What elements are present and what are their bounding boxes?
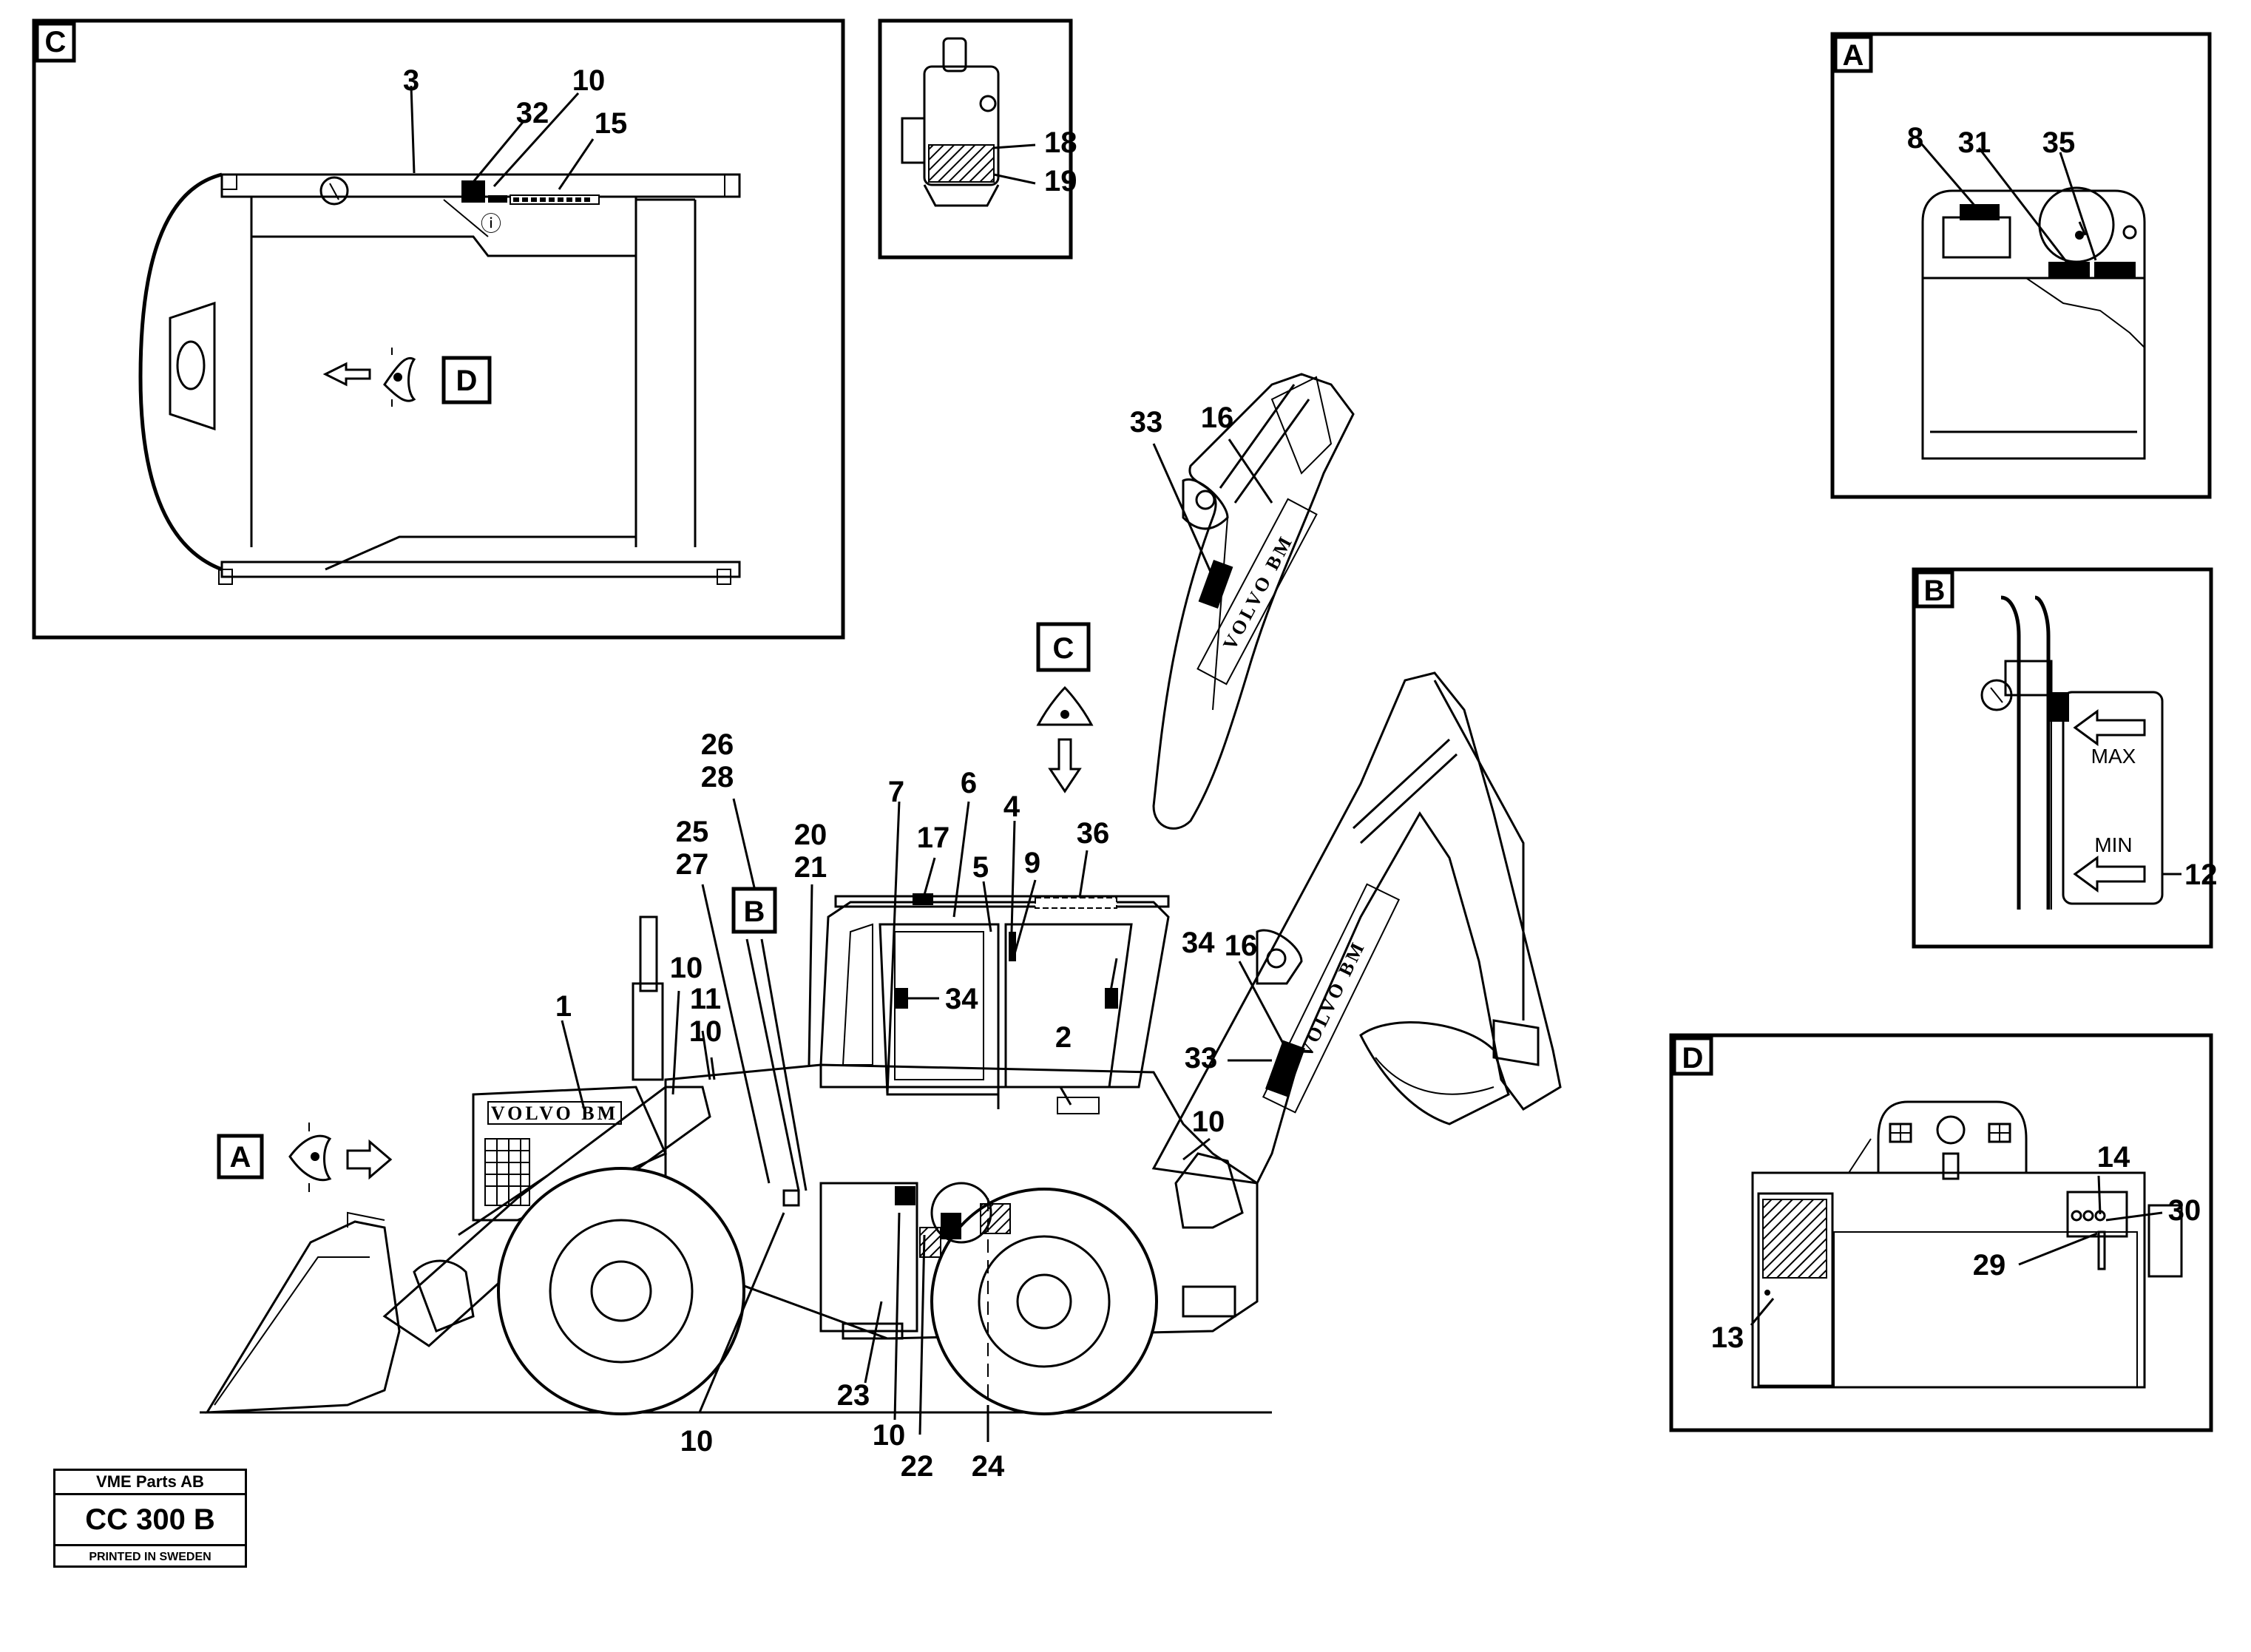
callout-d-30: 30: [2168, 1194, 2201, 1227]
callout-24: 24: [972, 1450, 1005, 1483]
callout-a-35: 35: [2042, 126, 2076, 159]
svg-text:ⓘ: ⓘ: [481, 212, 501, 235]
svg-text:A: A: [230, 1141, 251, 1174]
callout-11: 11: [690, 983, 721, 1015]
max-label: MAX: [2091, 745, 2136, 768]
backhoe-loader-drawing: VOLVO BM: [200, 671, 1562, 1483]
level-decal: MAX MIN: [2062, 691, 2164, 905]
boom-detail: VOLVO BM 33 16: [1130, 373, 1355, 830]
view-c-label: C: [45, 26, 67, 58]
callout-15: 15: [595, 107, 628, 140]
filter-inset: 18 19: [878, 18, 1077, 260]
min-arrow-icon: [2073, 856, 2146, 893]
callout-32: 32: [516, 97, 549, 129]
rear-wheel: [930, 1188, 1158, 1415]
callout-10-b: 10: [689, 1015, 722, 1048]
eye-right-icon: [288, 1123, 332, 1192]
callout-1: 1: [555, 990, 572, 1023]
eye-icon: [383, 348, 416, 407]
callout-6: 6: [961, 767, 977, 799]
callout-19: 19: [1044, 165, 1077, 197]
callout-top-16: 16: [1201, 402, 1234, 434]
callout-d-29: 29: [1973, 1249, 2006, 1282]
view-d-panel: D 14 30 29 13: [1669, 1033, 2213, 1432]
callout-b-12: 12: [2184, 859, 2218, 891]
left-arrow-icon: [322, 362, 371, 387]
top-boom-brand: VOLVO BM: [1219, 531, 1297, 654]
svg-text:C: C: [1053, 632, 1074, 665]
callout-34-left: 34: [945, 983, 978, 1015]
callout-top-33: 33: [1130, 406, 1163, 439]
callout-16: 16: [1225, 930, 1258, 962]
callout-33: 33: [1185, 1042, 1218, 1074]
callout-10-d: 10: [680, 1425, 714, 1458]
callout-20: 20: [794, 819, 827, 851]
callout-36: 36: [1077, 817, 1110, 850]
callout-17: 17: [917, 822, 950, 854]
callout-9: 9: [1024, 847, 1040, 879]
decal-15-strip: [510, 194, 600, 205]
callout-10: 10: [572, 64, 606, 97]
callout-27: 27: [676, 848, 709, 881]
callout-10-e: 10: [873, 1419, 906, 1452]
callout-10-c: 10: [1192, 1106, 1225, 1138]
min-label: MIN: [2094, 833, 2132, 856]
callout-28: 28: [701, 761, 734, 793]
title-block-code: CC 300 B: [55, 1495, 245, 1546]
view-a-marker: A: [217, 1123, 393, 1192]
view-b-marker: B: [744, 896, 765, 928]
view-c-panel: C ⓘ: [32, 18, 845, 640]
callout-7: 7: [888, 776, 904, 808]
title-block: VME Parts AB CC 300 B PRINTED IN SWEDEN: [53, 1469, 247, 1568]
callout-10-a: 10: [670, 952, 703, 984]
view-c-marker: C: [1036, 622, 1094, 793]
view-b-label: B: [1924, 575, 1946, 607]
down-arrow-icon: [1048, 738, 1082, 793]
eye-down-icon: [1036, 685, 1094, 726]
front-wheel: [497, 1167, 745, 1415]
callout-a-8: 8: [1907, 122, 1923, 155]
callout-34-right: 34: [1182, 927, 1215, 959]
hood-brand: VOLVO BM: [491, 1103, 618, 1124]
callout-23: 23: [837, 1379, 870, 1412]
view-d-label: D: [1682, 1042, 1704, 1074]
callout-26: 26: [701, 728, 734, 761]
callout-5: 5: [972, 851, 989, 884]
callout-25: 25: [676, 816, 709, 848]
leader-lines: [561, 798, 1288, 1442]
view-a-panel: A 8 31 35: [1830, 32, 2212, 499]
grille: [484, 1138, 530, 1206]
view-b-panel: B MAX MIN 12: [1912, 567, 2218, 949]
callout-2: 2: [1055, 1021, 1072, 1054]
max-arrow-icon: [2073, 709, 2146, 746]
callout-21: 21: [794, 851, 827, 884]
callout-22: 22: [901, 1450, 934, 1483]
callout-4: 4: [1003, 791, 1020, 823]
callout-d-13: 13: [1711, 1321, 1744, 1354]
title-block-company: VME Parts AB: [55, 1471, 245, 1495]
callout-a-31: 31: [1958, 126, 1991, 159]
callout-18: 18: [1044, 126, 1077, 159]
callout-3: 3: [403, 64, 419, 97]
view-d-marker: D: [456, 365, 478, 397]
callout-d-14: 14: [2097, 1141, 2130, 1174]
right-arrow-icon: [346, 1139, 393, 1180]
view-a-label: A: [1843, 39, 1864, 72]
title-block-printed: PRINTED IN SWEDEN: [89, 1551, 211, 1563]
